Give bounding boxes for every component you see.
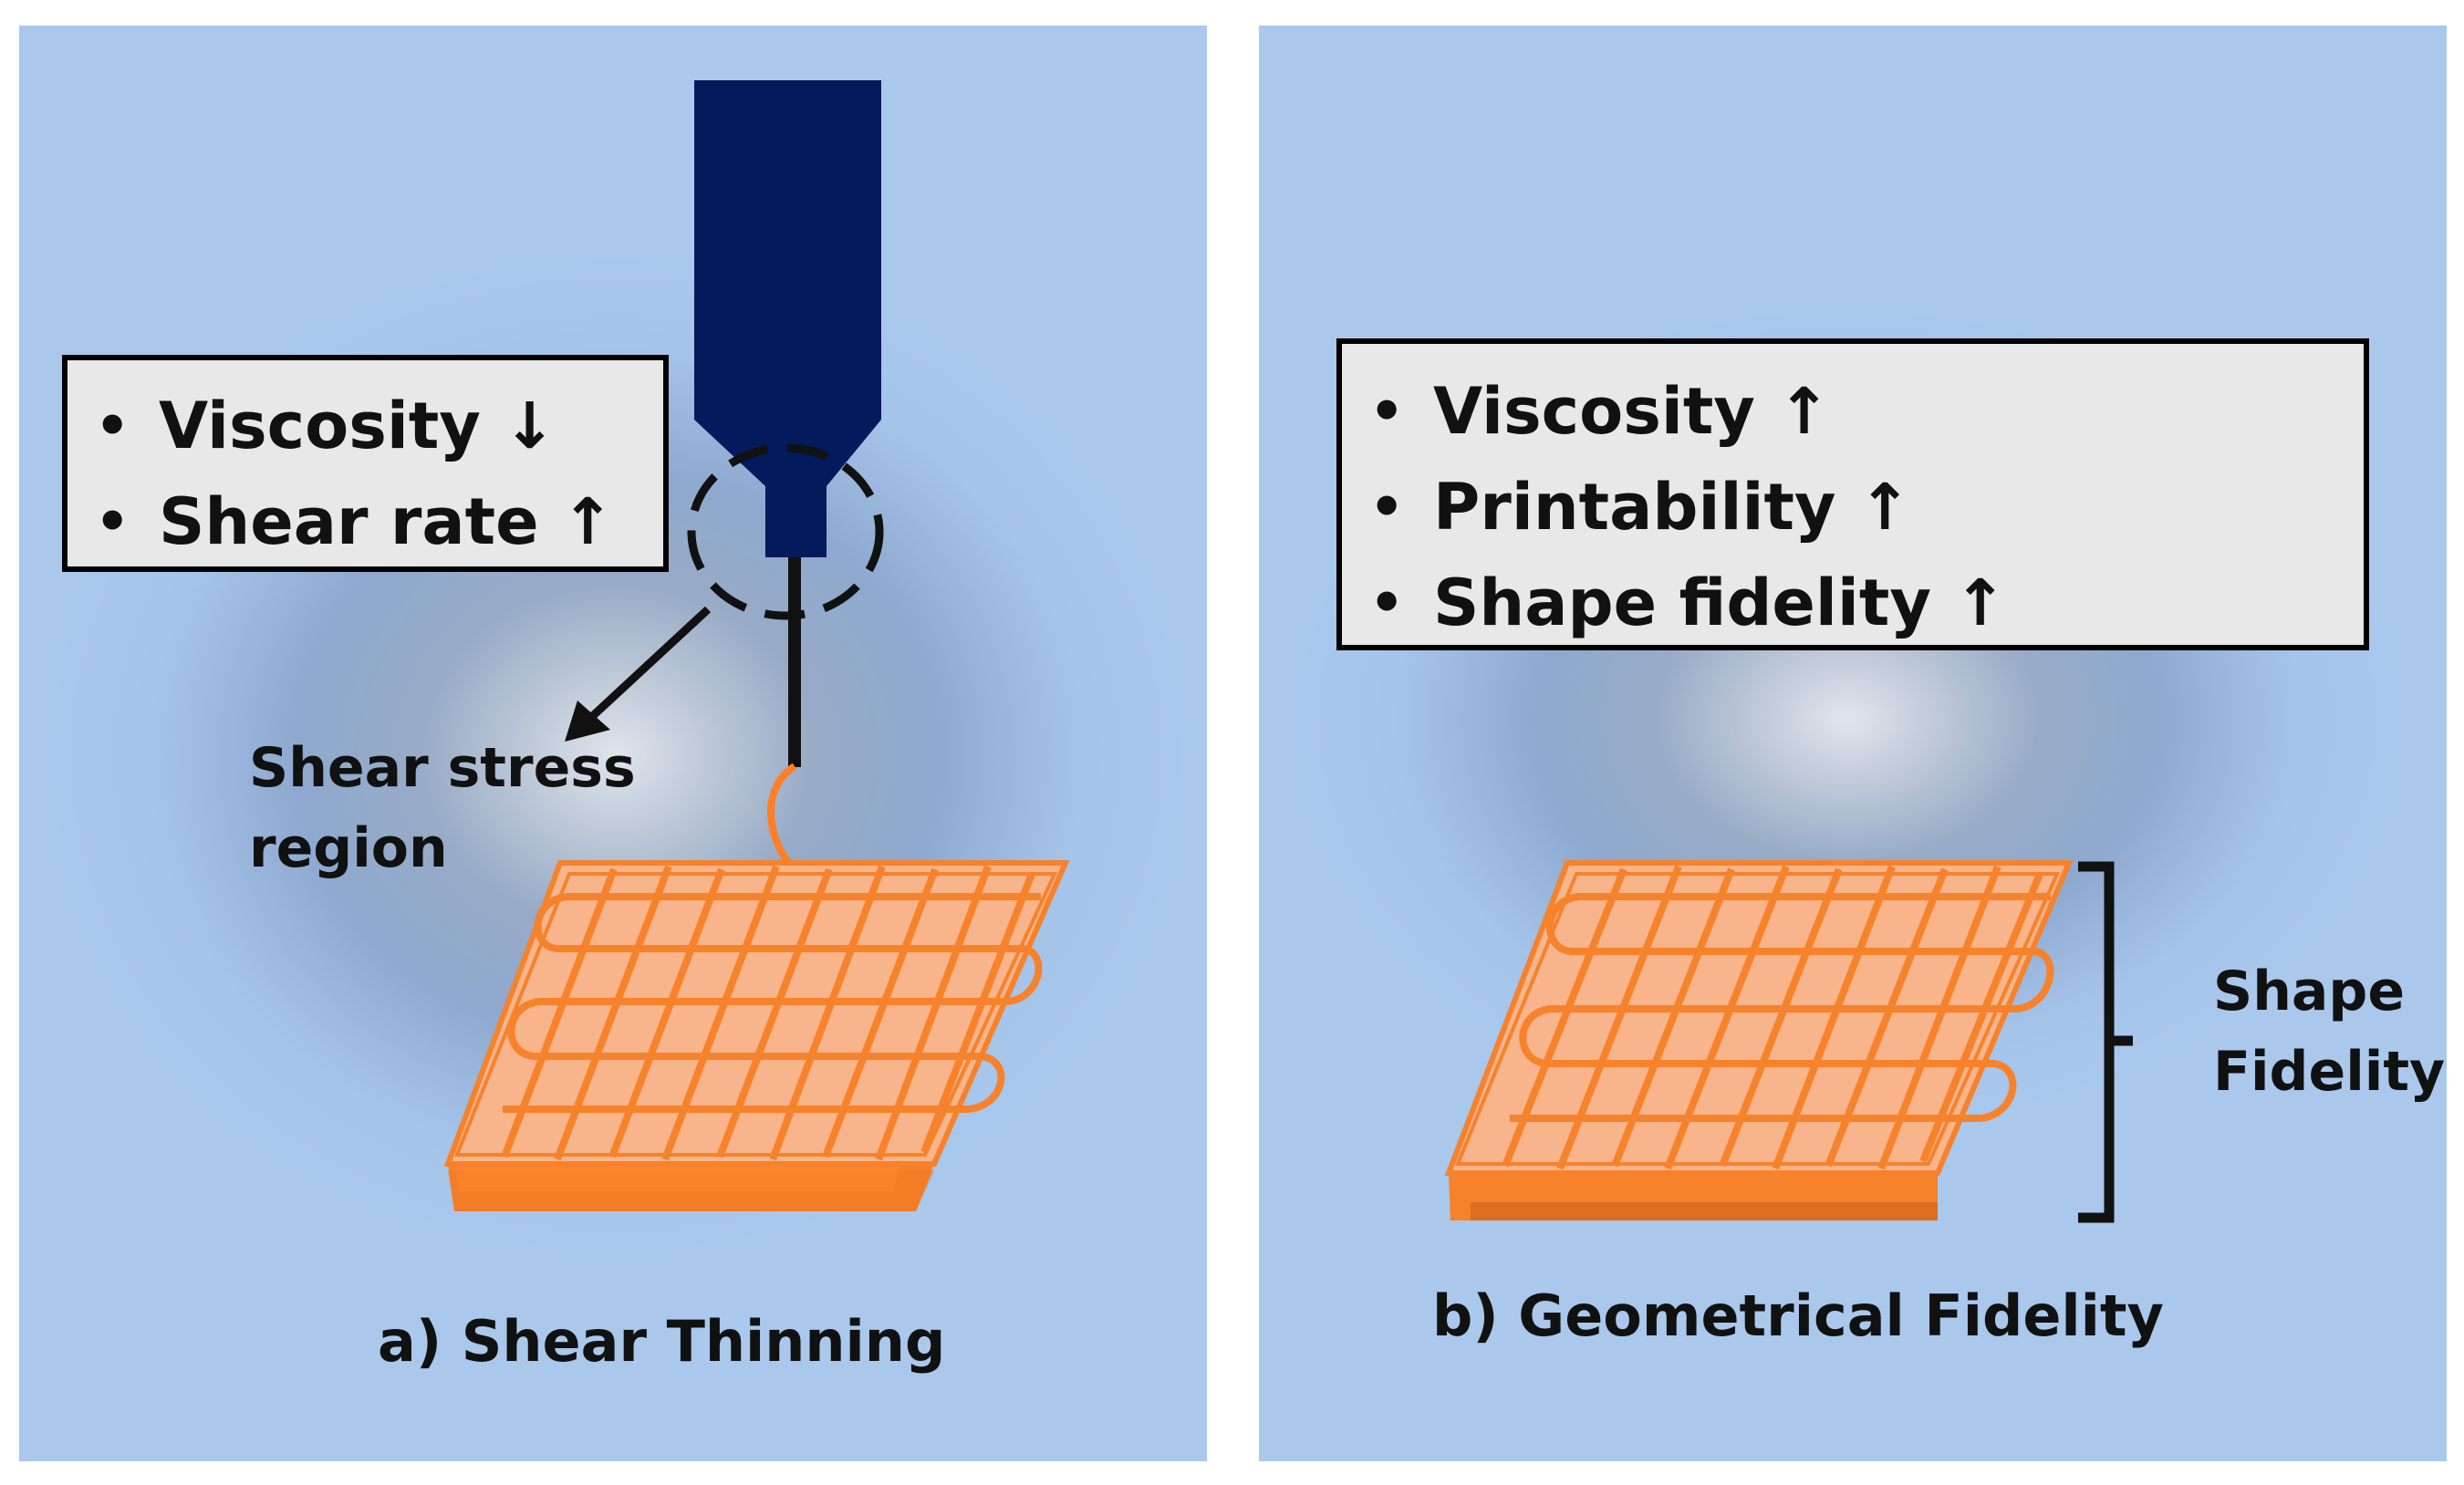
fidelity-effects-box: • Viscosity ↑ • Printability ↑ • Shape f… (1336, 338, 2369, 650)
panel-geometrical-fidelity: • Viscosity ↑ • Printability ↑ • Shape f… (1259, 26, 2447, 1461)
effect-item-label: Viscosity ↑ (1433, 374, 1831, 449)
effect-item-label: Shear rate ↑ (159, 484, 615, 559)
panel-b-artwork (1444, 860, 2133, 1223)
bullet-icon: • (1369, 571, 1405, 635)
nozzle-body (694, 80, 881, 486)
panel-a-artwork (443, 80, 1070, 1211)
arrow-head (565, 701, 610, 742)
panel-shear-thinning: • Viscosity ↓ • Shear rate ↑ Shear stres… (19, 26, 1207, 1461)
annotation-line: region (249, 816, 448, 880)
caption-shear-thinning: a) Shear Thinning (378, 1308, 946, 1375)
bracket-label-line: Shape (2213, 960, 2406, 1023)
effect-item-printability: • Printability ↑ (1369, 460, 2364, 556)
bullet-icon: • (95, 490, 130, 554)
shear-thinning-effects-box: • Viscosity ↓ • Shear rate ↑ (62, 355, 669, 572)
caption-geometrical-fidelity: b) Geometrical Fidelity (1432, 1282, 2164, 1349)
nozzle-tip (765, 486, 827, 557)
effect-item-viscosity: • Viscosity ↑ (1369, 364, 2364, 460)
printed-scaffold (443, 860, 1070, 1211)
bullet-icon: • (1369, 475, 1405, 539)
effect-item-label: Viscosity ↓ (159, 389, 556, 463)
shear-region-circle (687, 443, 884, 620)
effect-item-shear-rate: • Shear rate ↑ (95, 474, 663, 570)
bullet-icon: • (1369, 379, 1405, 443)
shear-region-arrow (581, 606, 712, 727)
effect-item-viscosity: • Viscosity ↓ (95, 379, 663, 474)
shape-fidelity-bracket (2078, 861, 2133, 1223)
nozzle-needle (788, 557, 801, 767)
effect-item-label: Shape fidelity ↑ (1433, 566, 2008, 640)
shear-stress-annotation: Shear stress region (249, 728, 636, 888)
effect-item-label: Printability ↑ (1433, 470, 1912, 545)
shape-fidelity-label: Shape Fidelity (2213, 951, 2445, 1112)
bracket-label-line: Fidelity (2213, 1040, 2446, 1104)
printed-scaffold (1444, 860, 2074, 1220)
effect-item-shape-fidelity: • Shape fidelity ↑ (1369, 556, 2364, 651)
bullet-icon: • (95, 394, 130, 458)
annotation-line: Shear stress (249, 736, 636, 800)
